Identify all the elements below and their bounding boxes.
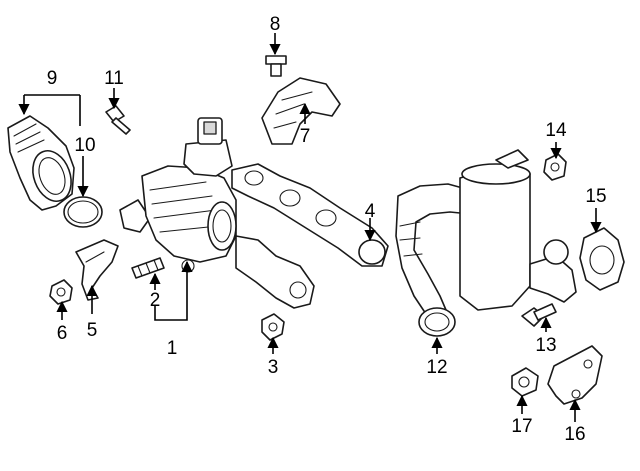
bracket-16 [547, 345, 603, 405]
callout-12: 12 [426, 357, 447, 378]
o-ring [63, 196, 103, 228]
callout-4: 4 [365, 201, 376, 222]
callout-10: 10 [74, 135, 95, 156]
bolt-13 [521, 303, 557, 327]
callout-13: 13 [535, 335, 556, 356]
intake-hose [7, 115, 75, 211]
nut-14 [543, 153, 567, 181]
catalytic-converter [459, 149, 577, 311]
nut-3 [261, 313, 285, 341]
callout-3: 3 [268, 357, 279, 378]
callout-9: 9 [47, 68, 58, 89]
stud-2 [131, 257, 165, 279]
callout-14: 14 [545, 120, 567, 141]
manifold-gasket [231, 163, 389, 267]
callout-2: 2 [150, 290, 161, 311]
callout-5: 5 [87, 320, 98, 341]
leader-lines [18, 33, 602, 422]
callout-8: 8 [270, 14, 281, 35]
callout-11: 11 [104, 68, 124, 89]
bolt-8 [265, 55, 287, 77]
nut-6 [49, 279, 73, 305]
callout-1: 1 [167, 338, 178, 359]
gasket-15 [579, 227, 625, 291]
nut-17 [511, 367, 539, 397]
callout-17: 17 [511, 416, 532, 437]
bolt-11 [105, 105, 131, 135]
callout-6: 6 [57, 323, 68, 344]
turbocharger [119, 117, 315, 309]
downpipe-gasket [418, 307, 456, 337]
callout-numbers: 1 2 3 4 5 6 7 8 9 10 11 12 13 14 15 16 1… [47, 14, 607, 445]
callout-15: 15 [585, 186, 606, 207]
callout-7: 7 [300, 126, 311, 147]
downpipe [395, 183, 471, 315]
callout-16: 16 [564, 424, 585, 445]
heat-shield-bracket [75, 239, 119, 301]
